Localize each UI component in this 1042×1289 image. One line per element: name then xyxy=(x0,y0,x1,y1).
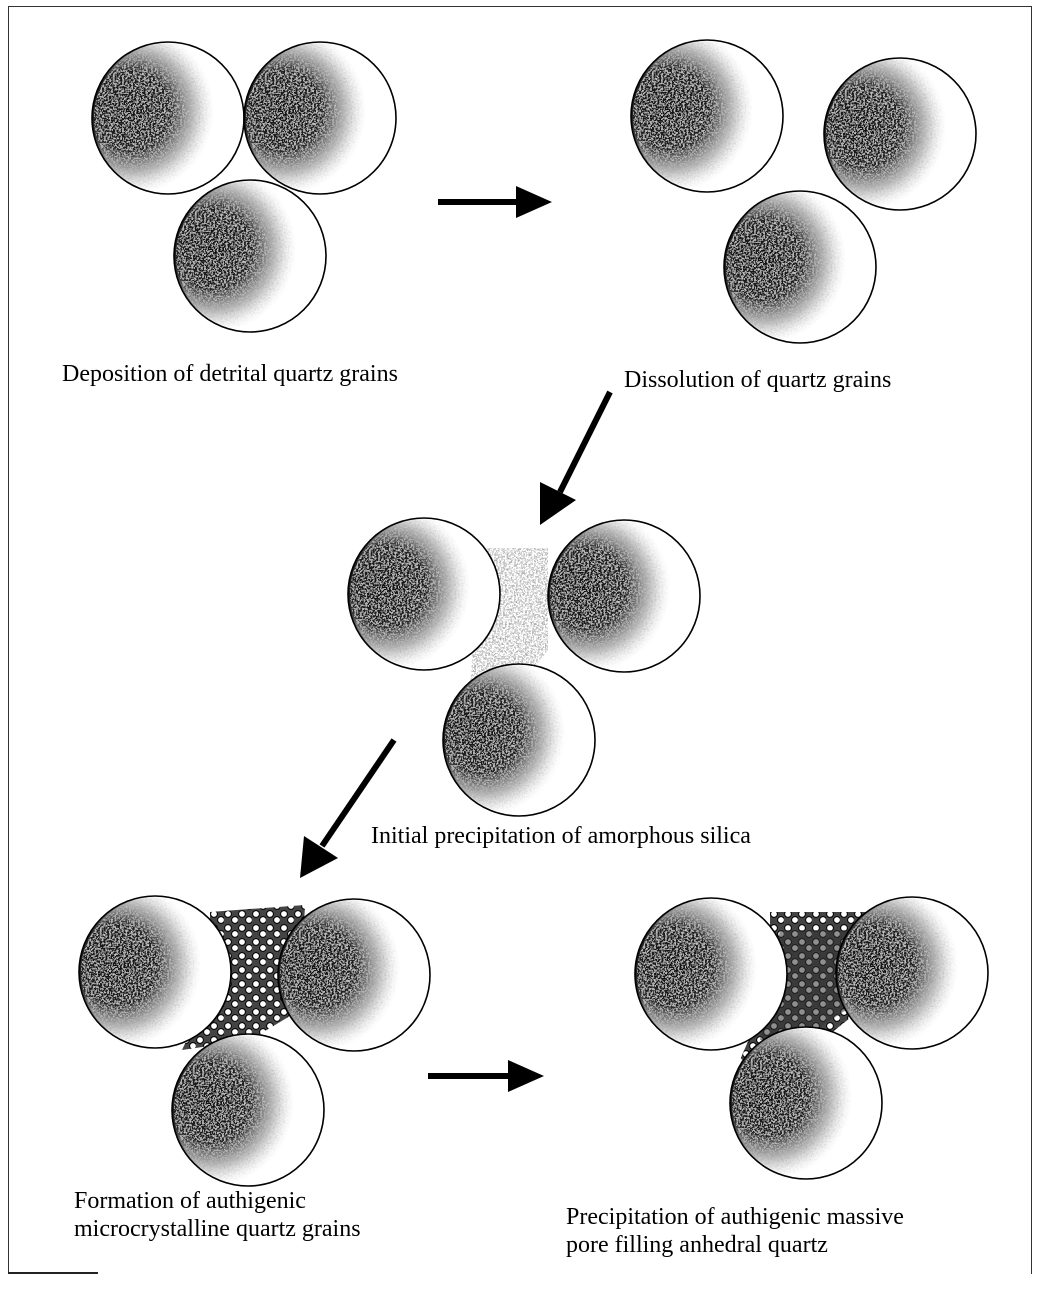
quartz-grain xyxy=(824,58,976,210)
arrow-right-bottom xyxy=(428,1060,544,1092)
stage5-grains xyxy=(635,897,988,1179)
stage3-grains xyxy=(348,518,700,816)
caption-anhedral-line1: Precipitation of authigenic massive xyxy=(566,1203,904,1231)
quartz-grain xyxy=(724,191,876,343)
quartz-grain xyxy=(631,40,783,192)
caption-amorphous-silica: Initial precipitation of amorphous silic… xyxy=(371,822,751,850)
stage4-grains xyxy=(79,896,430,1186)
stage1-grains xyxy=(92,42,396,332)
quartz-grain xyxy=(548,520,700,672)
quartz-grain xyxy=(172,1034,324,1186)
arrow-down-left-1 xyxy=(540,392,610,525)
caption-deposition: Deposition of detrital quartz grains xyxy=(62,360,398,388)
caption-microcrystalline-line2: microcrystalline quartz grains xyxy=(74,1215,361,1243)
quartz-grain xyxy=(443,664,595,816)
quartz-grain xyxy=(836,897,988,1049)
stage2-grains xyxy=(631,40,976,343)
quartz-grain xyxy=(92,42,244,194)
caption-microcrystalline-line1: Formation of authigenic xyxy=(74,1187,306,1215)
quartz-grain xyxy=(278,899,430,1051)
quartz-grain xyxy=(635,898,787,1050)
caption-anhedral-line2: pore filling anhedral quartz xyxy=(566,1231,828,1259)
quartz-grain xyxy=(244,42,396,194)
quartz-grain xyxy=(79,896,231,1048)
caption-dissolution: Dissolution of quartz grains xyxy=(624,366,891,394)
arrow-right-top xyxy=(438,186,552,218)
arrow-down-left-2 xyxy=(300,740,394,878)
quartz-grain xyxy=(348,518,500,670)
quartz-grain xyxy=(174,180,326,332)
quartz-grain xyxy=(730,1027,882,1179)
